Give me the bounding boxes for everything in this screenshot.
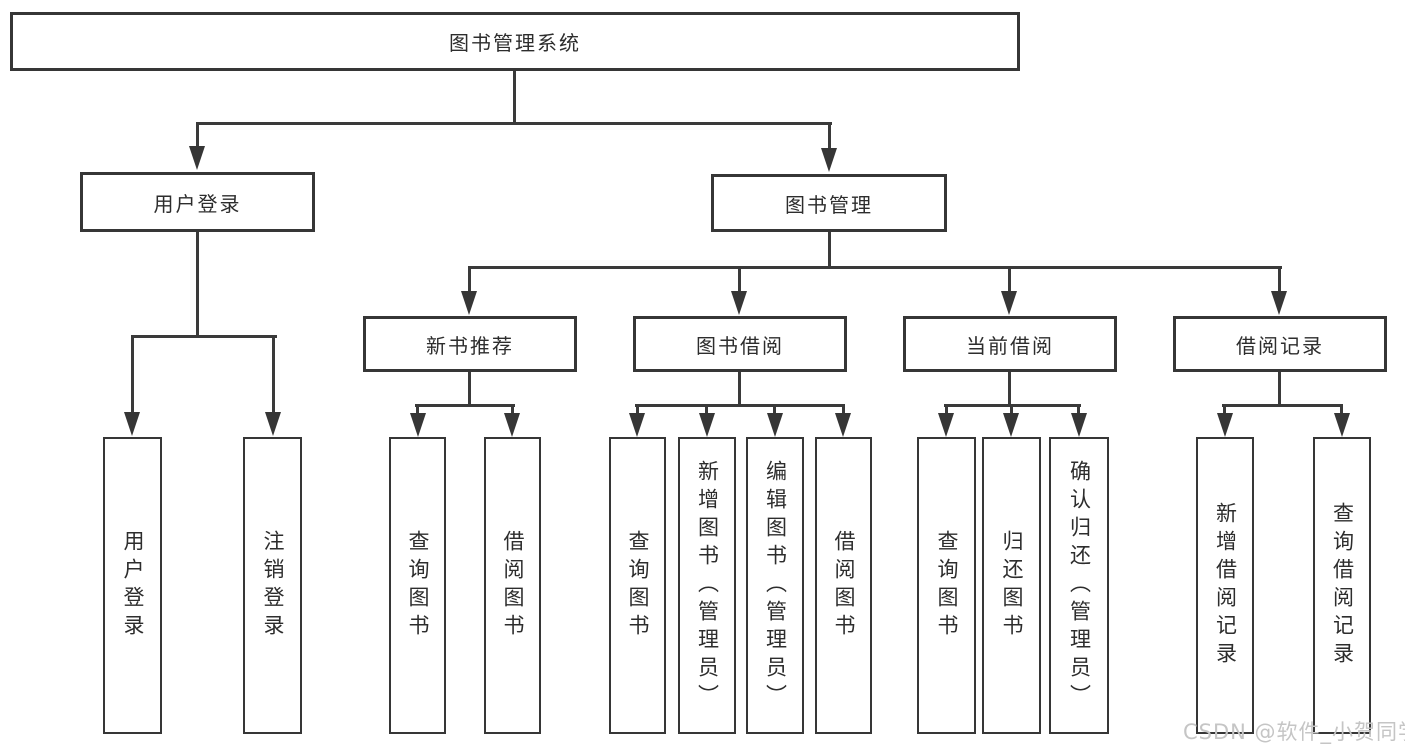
connector-nb-leaf1 [416,404,419,416]
arrowhead-bb-leaf1 [629,413,645,437]
leaf-new-borrow-book-label: 借阅图书 [501,529,525,642]
leaf-record-add-record: 新增借阅记录 [1196,437,1254,734]
arrowhead-cb-leaf2 [1003,413,1019,437]
node-book-borrow-label: 图书借阅 [696,333,784,358]
connector-bb-leaf2 [705,404,708,416]
connector-br-leaf2 [1340,404,1343,416]
connector-cb-leaf1 [945,404,948,416]
leaf-borrow-query-book-label: 查询图书 [626,529,650,642]
connector-user-split [131,335,277,338]
leaf-borrow-add-book-admin-label: 新增图书（管理员） [695,459,720,712]
leaf-current-query-book-label: 查询图书 [935,529,959,642]
arrowhead-bb-leaf3 [767,413,783,437]
arrowhead-cb-leaf3 [1071,413,1087,437]
connector-nb-leaf2 [511,404,514,416]
leaf-borrow-edit-book-admin: 编辑图书（管理员） [746,437,804,734]
leaf-new-borrow-book: 借阅图书 [484,437,541,734]
leaf-current-return-book-label: 归还图书 [1000,529,1024,642]
arrowhead-current-borrow [1001,291,1017,315]
connector-to-current-borrow [1008,266,1011,292]
leaf-current-return-book: 归还图书 [982,437,1041,734]
node-current-borrow: 当前借阅 [903,316,1117,372]
connector-user-stub [196,230,199,338]
arrowhead-new-books [461,291,477,315]
node-user-login: 用户登录 [80,172,315,232]
leaf-current-confirm-return-admin-label: 确认归还（管理员） [1067,459,1092,712]
node-borrow-record: 借阅记录 [1173,316,1387,372]
arrowhead-user-login [189,146,205,170]
leaf-record-add-record-label: 新增借阅记录 [1213,501,1238,670]
connector-to-new-books [468,266,471,292]
node-book-management-label: 图书管理 [785,192,873,217]
connector-bookmgmt-split [468,266,1282,269]
arrowhead-book-borrow [731,291,747,315]
connector-bb-leaf4 [842,404,845,416]
node-book-management: 图书管理 [711,174,947,232]
arrowhead-br-leaf1 [1217,413,1233,437]
arrowhead-leaf-logout [265,412,281,436]
node-new-book-recommend-label: 新书推荐 [426,333,514,358]
connector-to-borrow-record [1278,266,1281,292]
leaf-borrow-query-book: 查询图书 [609,437,666,734]
connector-root-stub [513,69,516,125]
connector-record-split [1222,404,1343,407]
node-book-borrow: 图书借阅 [633,316,847,372]
leaf-record-query-record: 查询借阅记录 [1313,437,1371,734]
connector-root-split [196,122,832,125]
leaf-current-query-book: 查询图书 [917,437,976,734]
leaf-user-login: 用户登录 [103,437,162,734]
node-borrow-record-label: 借阅记录 [1236,333,1324,358]
leaf-borrow-borrow-book: 借阅图书 [815,437,872,734]
leaf-borrow-add-book-admin: 新增图书（管理员） [678,437,736,734]
node-root-label: 图书管理系统 [449,31,581,55]
leaf-new-query-book: 查询图书 [389,437,446,734]
watermark: CSDN @软件_小贺同学 [1183,720,1405,744]
node-root: 图书管理系统 [10,12,1020,71]
connector-to-leaf-logout [272,335,275,413]
connector-to-user-login [196,122,199,150]
connector-borrow-split [635,404,845,407]
connector-cb-leaf3 [1077,404,1080,416]
leaf-user-login-label: 用户登录 [121,529,145,642]
arrowhead-nb-leaf2 [504,413,520,437]
connector-record-stub [1278,370,1281,407]
connector-current-stub [1008,370,1011,407]
arrowhead-bb-leaf4 [835,413,851,437]
leaf-logout-label: 注销登录 [261,529,285,642]
connector-borrow-stub [738,370,741,407]
arrowhead-borrow-record [1271,291,1287,315]
leaf-borrow-edit-book-admin-label: 编辑图书（管理员） [763,459,788,712]
connector-bookmgmt-stub [828,230,831,268]
connector-to-book-mgmt [828,122,831,152]
connector-to-leaf-login [131,335,134,413]
arrowhead-leaf-login [124,412,140,436]
connector-br-leaf1 [1223,404,1226,416]
leaf-current-confirm-return-admin: 确认归还（管理员） [1049,437,1109,734]
connector-cb-leaf2 [1010,404,1013,416]
leaf-new-query-book-label: 查询图书 [406,529,430,642]
connector-newbooks-stub [468,370,471,407]
connector-bb-leaf1 [636,404,639,416]
arrowhead-br-leaf2 [1334,413,1350,437]
leaf-borrow-borrow-book-label: 借阅图书 [832,529,856,642]
node-user-login-label: 用户登录 [153,191,242,216]
arrowhead-nb-leaf1 [410,413,426,437]
arrowhead-cb-leaf1 [938,413,954,437]
arrowhead-book-mgmt [821,148,837,172]
connector-bb-leaf3 [773,404,776,416]
leaf-record-query-record-label: 查询借阅记录 [1330,501,1355,670]
connector-newbooks-split [415,404,515,407]
leaf-logout: 注销登录 [243,437,302,734]
connector-to-book-borrow [738,266,741,292]
node-new-book-recommend: 新书推荐 [363,316,577,372]
node-current-borrow-label: 当前借阅 [966,333,1054,358]
arrowhead-bb-leaf2 [699,413,715,437]
